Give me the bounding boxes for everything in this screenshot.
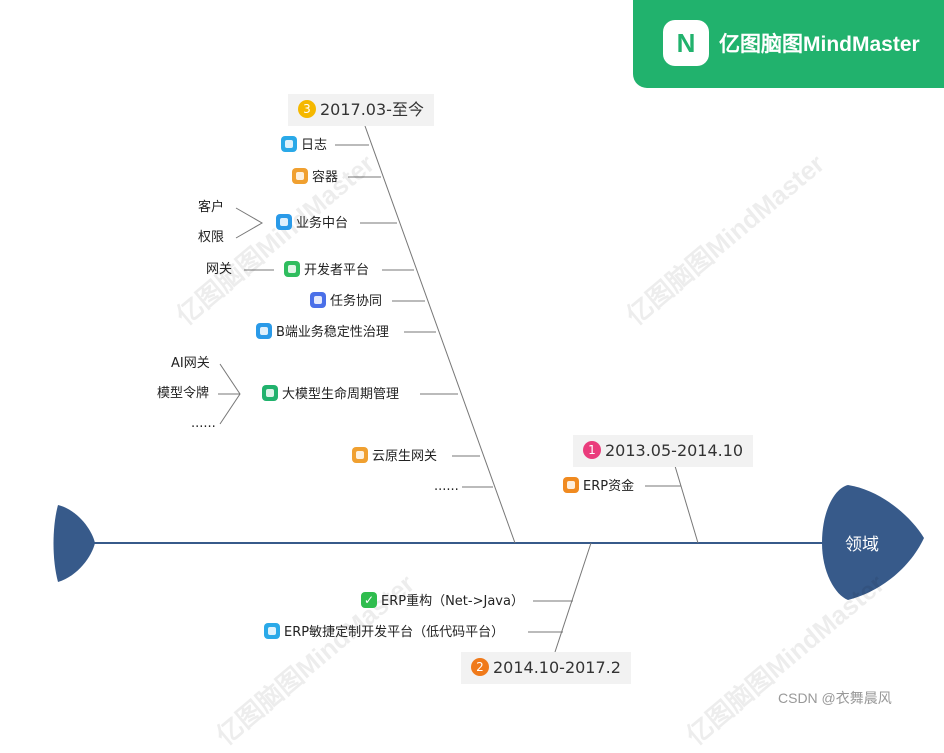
subtopic-model-token[interactable]: 模型令牌 bbox=[157, 386, 210, 401]
topic-label: 开发者平台 bbox=[304, 263, 370, 278]
person-icon bbox=[284, 261, 300, 277]
topic-erp-funds[interactable]: ERP资金 bbox=[563, 477, 634, 496]
mindmaster-logo-icon: N bbox=[663, 20, 709, 66]
topic-b2b-stability[interactable]: B端业务稳定性治理 bbox=[256, 323, 389, 342]
gear-icon bbox=[264, 623, 280, 639]
topic-erp-lowcode[interactable]: ERP敏捷定制开发平台（低代码平台） bbox=[264, 623, 504, 642]
topic-cloud-native-gateway[interactable]: 云原生网关 bbox=[352, 447, 437, 466]
subtopic-ellipsis[interactable]: ...... bbox=[191, 416, 216, 431]
credit-text: CSDN @衣舞晨风 bbox=[778, 690, 892, 706]
bones bbox=[218, 125, 699, 653]
fish-tail bbox=[53, 505, 95, 582]
box-icon bbox=[352, 447, 368, 463]
mindmaster-icon bbox=[262, 385, 278, 401]
topic-label: 业务中台 bbox=[296, 216, 349, 231]
document-icon bbox=[310, 292, 326, 308]
period-text: 2017.03-至今 bbox=[320, 100, 424, 119]
sub-branch-lines bbox=[218, 363, 241, 425]
topic-task-collaboration[interactable]: 任务协同 bbox=[310, 292, 382, 311]
period-text: 2013.05-2014.10 bbox=[605, 441, 744, 460]
topic-containers[interactable]: 容器 bbox=[292, 168, 338, 187]
topic-erp-refactor[interactable]: ERP重构（Net->Java） bbox=[361, 591, 524, 611]
topic-label: ERP资金 bbox=[583, 479, 635, 494]
topic-label: ERP敏捷定制开发平台（低代码平台） bbox=[284, 625, 505, 640]
coin-icon bbox=[563, 477, 579, 493]
bone-period-3 bbox=[364, 125, 516, 544]
fishbone-diagram: 领域 bbox=[53, 125, 924, 653]
bone-period-1 bbox=[674, 465, 699, 544]
topic-label: 容器 bbox=[312, 170, 339, 185]
search-icon bbox=[281, 136, 297, 152]
topic-label: 任务协同 bbox=[330, 294, 383, 309]
bar-chart-icon bbox=[276, 214, 292, 230]
subtopic-customer[interactable]: 客户 bbox=[198, 200, 225, 215]
bar-chart-icon bbox=[256, 323, 272, 339]
topic-label: 云原生网关 bbox=[372, 449, 438, 464]
box-icon bbox=[292, 168, 308, 184]
head-label: 领域 bbox=[845, 535, 879, 555]
subtopic-gateway[interactable]: 网关 bbox=[206, 262, 233, 277]
subtopic-ai-gateway[interactable]: AI网关 bbox=[171, 356, 210, 371]
topic-developer-platform[interactable]: 开发者平台 bbox=[284, 261, 369, 280]
period-number-badge: 3 bbox=[298, 100, 316, 118]
topic-business-platform[interactable]: 业务中台 bbox=[276, 214, 348, 233]
subtopic-permission[interactable]: 权限 bbox=[198, 230, 225, 245]
fish-head bbox=[822, 485, 924, 600]
period-text: 2014.10-2017.2 bbox=[493, 658, 621, 677]
topic-label: 大模型生命周期管理 bbox=[282, 387, 400, 402]
period-number-badge: 1 bbox=[583, 441, 601, 459]
topic-label: ...... bbox=[434, 479, 459, 494]
topic-ellipsis[interactable]: ...... bbox=[434, 478, 459, 496]
brand-banner: N 亿图脑图MindMaster bbox=[633, 0, 944, 88]
brand-name: 亿图脑图MindMaster bbox=[719, 33, 920, 56]
topic-logs[interactable]: 日志 bbox=[281, 136, 327, 155]
sub-branch-lines bbox=[235, 207, 264, 239]
check-icon bbox=[361, 591, 377, 608]
period-number-badge: 2 bbox=[471, 658, 489, 676]
topic-llm-lifecycle[interactable]: 大模型生命周期管理 bbox=[262, 385, 399, 404]
topic-label: ERP重构（Net->Java） bbox=[381, 594, 524, 609]
topic-label: 日志 bbox=[301, 138, 328, 153]
bone-period-2 bbox=[554, 542, 592, 653]
topic-label: B端业务稳定性治理 bbox=[276, 325, 389, 340]
